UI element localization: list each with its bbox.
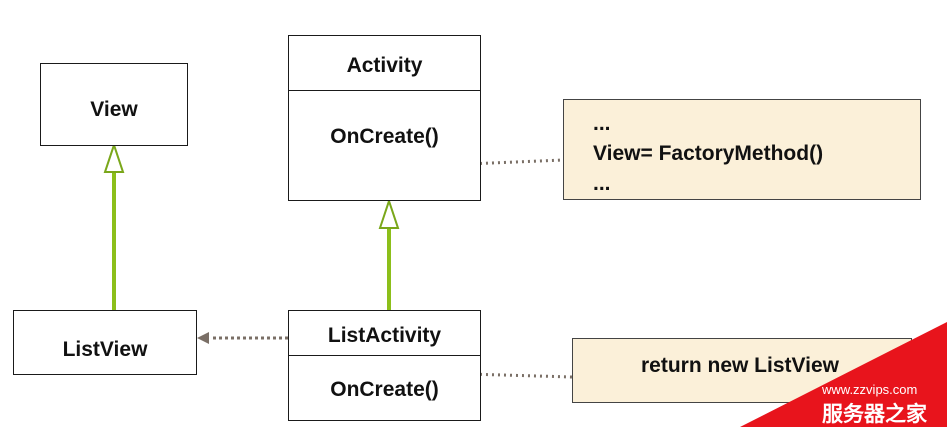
note-factory-line-3: ... — [593, 172, 611, 195]
note-link-factory — [467, 158, 564, 166]
class-activity-name: Activity — [346, 54, 423, 77]
class-listactivity-divider — [289, 355, 480, 356]
class-listview: ListView — [13, 310, 197, 375]
class-listactivity-method: OnCreate() — [330, 378, 439, 401]
class-listactivity-name: ListActivity — [327, 324, 442, 347]
class-view: View — [40, 63, 188, 146]
class-listactivity: ListActivity OnCreate() — [288, 310, 481, 421]
dependency-arrowhead — [197, 332, 209, 344]
class-activity: Activity OnCreate() — [288, 35, 481, 201]
class-listview-name: ListView — [62, 338, 148, 361]
note-return-text: return new ListView — [641, 354, 839, 377]
note-factory-line-2: View= FactoryMethod() — [593, 142, 824, 165]
class-view-name: View — [90, 98, 138, 121]
class-activity-divider — [289, 90, 480, 91]
watermark-url: www.zzvips.com — [822, 382, 918, 397]
inheritance-arrowhead-view — [103, 141, 125, 173]
class-activity-method: OnCreate() — [330, 125, 439, 148]
note-factory-line-1: ... — [593, 112, 611, 135]
watermark-name: 服务器之家 — [822, 402, 927, 426]
inheritance-arrowhead-activity — [378, 197, 400, 229]
note-factory-method: ... View= FactoryMethod() ... — [563, 99, 921, 200]
